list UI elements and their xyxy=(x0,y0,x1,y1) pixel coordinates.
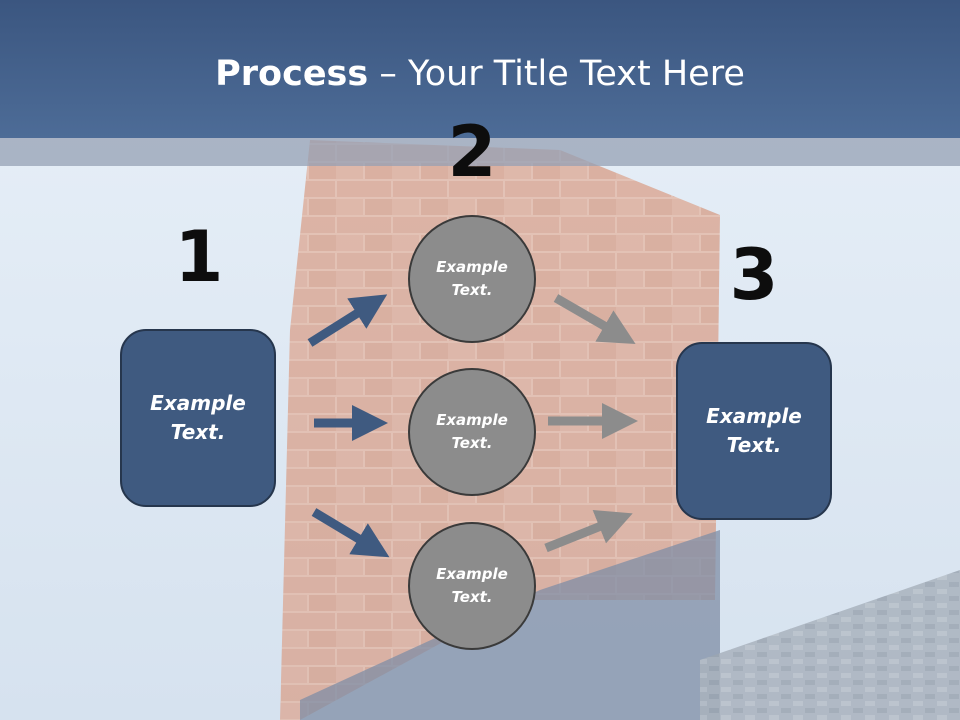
circle-item-3[interactable]: Example Text. xyxy=(408,522,536,650)
title-underline-strip xyxy=(0,138,960,166)
left-text-box[interactable]: Example Text. xyxy=(120,329,276,507)
circle-2-text: Example Text. xyxy=(436,411,508,452)
step-number-3: 3 xyxy=(729,234,779,316)
step-number-2: 2 xyxy=(447,111,497,193)
slide-title: Process – Your Title Text Here xyxy=(0,52,960,96)
arrow-to-circle-3 xyxy=(311,508,390,558)
slide-title-bold: Process xyxy=(215,54,369,94)
slide-title-rest: – Your Title Text Here xyxy=(368,54,745,94)
right-text-box[interactable]: Example Text. xyxy=(676,342,832,520)
circle-1-text: Example Text. xyxy=(436,258,508,299)
circle-3-text: Example Text. xyxy=(436,565,508,606)
arrow-from-circle-1 xyxy=(553,294,636,345)
left-box-text: Example Text. xyxy=(150,391,246,444)
title-bar xyxy=(0,0,960,138)
circle-item-2[interactable]: Example Text. xyxy=(408,368,536,496)
arrow-to-circle-1 xyxy=(307,294,388,347)
arrow-from-circle-3 xyxy=(544,509,633,553)
circle-item-1[interactable]: Example Text. xyxy=(408,215,536,343)
right-box-text: Example Text. xyxy=(706,404,802,457)
step-number-1: 1 xyxy=(174,216,224,298)
